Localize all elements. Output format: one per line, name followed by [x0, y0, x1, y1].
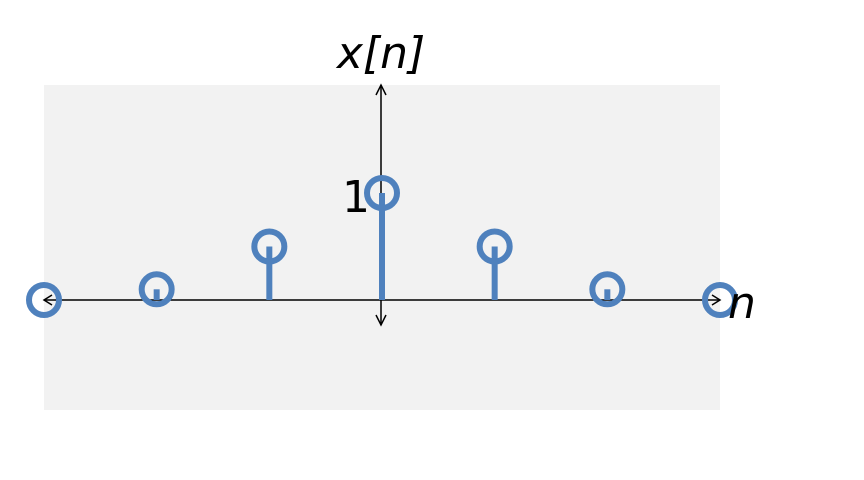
stem-marker — [589, 271, 626, 308]
y-tick-label-1: 1 — [342, 172, 370, 223]
stem-marker — [702, 282, 738, 318]
y-axis-label: x[n] — [335, 28, 425, 79]
stem-marker — [476, 228, 513, 265]
stem-marker — [26, 282, 62, 318]
x-axis-arrow-right — [711, 294, 722, 306]
stem-marker — [251, 228, 288, 265]
y-axis-arrow-bottom — [375, 314, 387, 327]
y-axis-arrow-top — [375, 83, 387, 96]
x-axis-label: n — [728, 278, 756, 329]
stem-marker — [138, 271, 175, 308]
stem-marker — [364, 175, 400, 211]
stems — [26, 175, 738, 318]
x-axis-arrow-left — [42, 294, 53, 306]
